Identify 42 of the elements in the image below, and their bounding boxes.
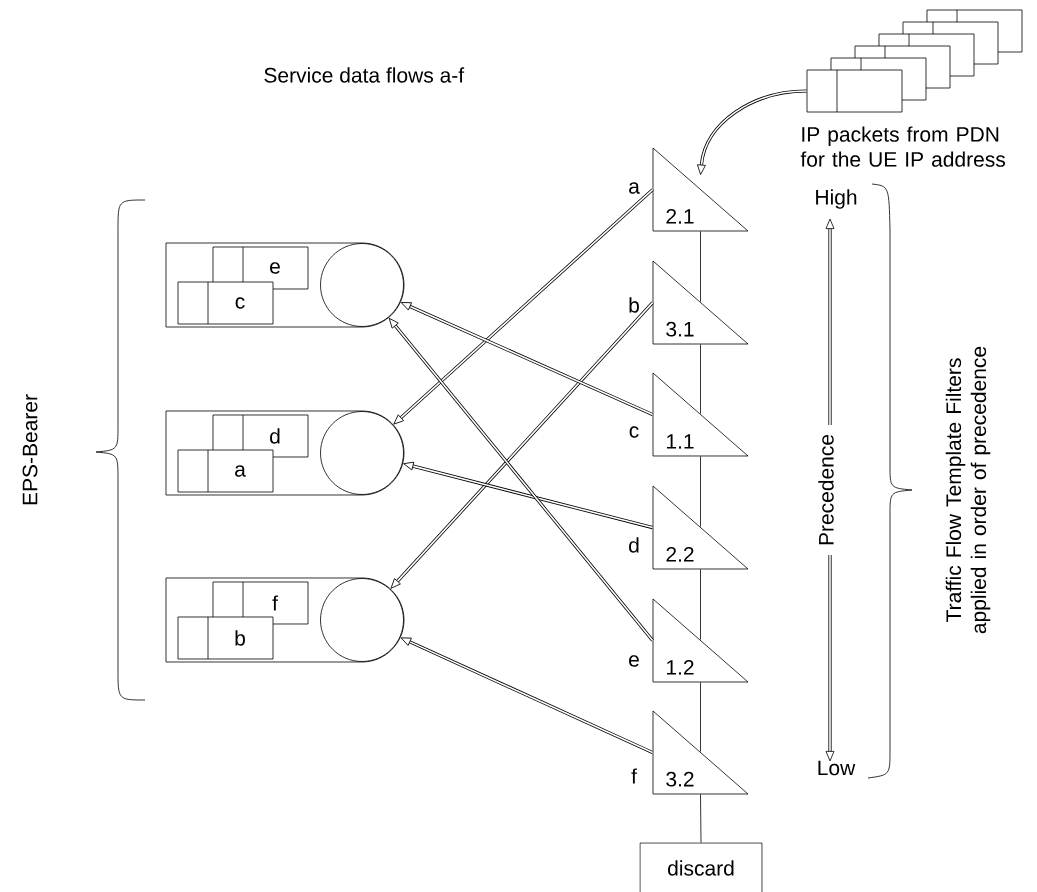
arrow bbox=[393, 188, 654, 425]
flow-letter: b bbox=[629, 297, 639, 313]
connector-line bbox=[700, 794, 702, 843]
arrow bbox=[390, 301, 654, 589]
filter-triangle: 1.2 bbox=[652, 598, 749, 683]
flow-letter: c bbox=[629, 426, 639, 438]
label: EPS-Bearer bbox=[22, 394, 38, 505]
bearer-pipe bbox=[165, 577, 405, 663]
arrow bbox=[388, 317, 654, 642]
connector-line bbox=[700, 456, 701, 527]
packet-box: c bbox=[177, 281, 274, 325]
bearer-circle bbox=[320, 243, 404, 327]
node-label: IP packets from PDN for the UE IP address bbox=[800, 126, 1006, 167]
label: Precedence bbox=[817, 432, 835, 548]
connector-line bbox=[700, 231, 701, 302]
label: High bbox=[816, 189, 857, 209]
connector-line bbox=[700, 344, 701, 414]
flow-letter: f bbox=[631, 768, 637, 784]
arrow bbox=[697, 89, 808, 175]
flow-letter: a bbox=[629, 182, 640, 194]
filter-triangle: 2.1 bbox=[652, 147, 749, 232]
bearer-pipe bbox=[165, 410, 405, 496]
label: Traffic Flow Template Filters applied in order of precedence bbox=[945, 346, 991, 634]
bearer-circle bbox=[320, 411, 404, 495]
arrow bbox=[400, 637, 654, 755]
flow-letter: e bbox=[629, 655, 639, 667]
label: Service data flows a-f bbox=[264, 67, 465, 83]
bearer-pipe bbox=[165, 242, 405, 328]
arrow bbox=[403, 461, 654, 530]
filter-triangle: 3.2 bbox=[652, 710, 749, 795]
label: Low bbox=[818, 760, 856, 776]
connector-line bbox=[700, 569, 701, 640]
bearer-circle bbox=[320, 578, 404, 662]
filter-triangle: 1.1 bbox=[652, 372, 749, 457]
discard-box: discard bbox=[639, 842, 763, 892]
packet-box: b bbox=[177, 616, 274, 660]
arrow bbox=[400, 302, 654, 417]
flow-letter: d bbox=[629, 537, 639, 553]
filter-triangle: 3.1 bbox=[652, 260, 749, 345]
filter-triangle: 2.2 bbox=[652, 485, 749, 570]
packet-box: a bbox=[177, 449, 274, 493]
connector-line bbox=[700, 682, 701, 752]
